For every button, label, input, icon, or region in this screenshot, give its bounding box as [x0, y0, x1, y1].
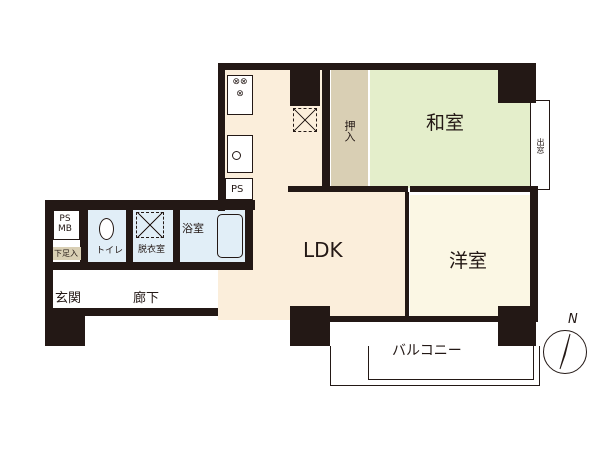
wall: [410, 186, 538, 192]
wall: [218, 63, 536, 70]
wall: [45, 262, 245, 270]
toilet-icon: [99, 218, 114, 240]
washer-space-icon: [136, 212, 164, 238]
yokushitsu-label: 浴室: [182, 222, 204, 235]
stove-icon: ⊗⊗⊗: [227, 75, 253, 115]
wall: [80, 208, 88, 264]
wall: [290, 68, 320, 106]
wall: [530, 188, 538, 320]
wall: [288, 186, 408, 192]
youshitsu-label: 洋室: [449, 250, 488, 272]
wall: [290, 316, 538, 322]
rouka-label: 廊下: [133, 291, 160, 306]
balcony-label: バルコニー: [392, 343, 462, 359]
wall: [45, 308, 218, 316]
refrigerator-space-icon: [293, 108, 317, 132]
wall: [45, 200, 255, 210]
toilet-label: トイレ: [96, 246, 124, 256]
wall: [126, 208, 133, 264]
wall: [45, 200, 53, 345]
wall: [218, 63, 225, 211]
genkan-label: 玄関: [55, 291, 82, 306]
bath-floor: [180, 210, 246, 262]
oshiire-floor: [331, 70, 368, 188]
wall: [173, 208, 180, 264]
wall: [45, 308, 85, 346]
youshitsu-floor: [410, 195, 530, 320]
ps-mb-label: PS MB: [58, 214, 72, 234]
wall: [322, 68, 330, 190]
demado: [530, 100, 550, 190]
compass-icon: [543, 330, 587, 374]
datsuijo-label: 脱衣室: [138, 245, 166, 255]
ldk-label: LDK: [303, 238, 343, 262]
sink-icon: [227, 135, 253, 173]
demado-label: 出窓: [536, 138, 545, 154]
ps-kitchen: PS: [225, 178, 253, 200]
ps-mb: [53, 210, 80, 240]
wall: [498, 63, 536, 103]
bathtub-icon: [217, 214, 243, 258]
wall: [405, 192, 409, 320]
oshiire-label: 押入: [343, 120, 356, 142]
wall: [498, 306, 536, 346]
washitsu-label: 和室: [426, 112, 465, 134]
getabako: [53, 247, 81, 260]
wall: [245, 200, 253, 270]
wall: [290, 306, 330, 346]
getabako-label: 下足入: [54, 249, 78, 258]
balcony-rail: [368, 346, 534, 380]
compass-north-label: N: [568, 312, 578, 327]
balcony: [330, 346, 540, 386]
